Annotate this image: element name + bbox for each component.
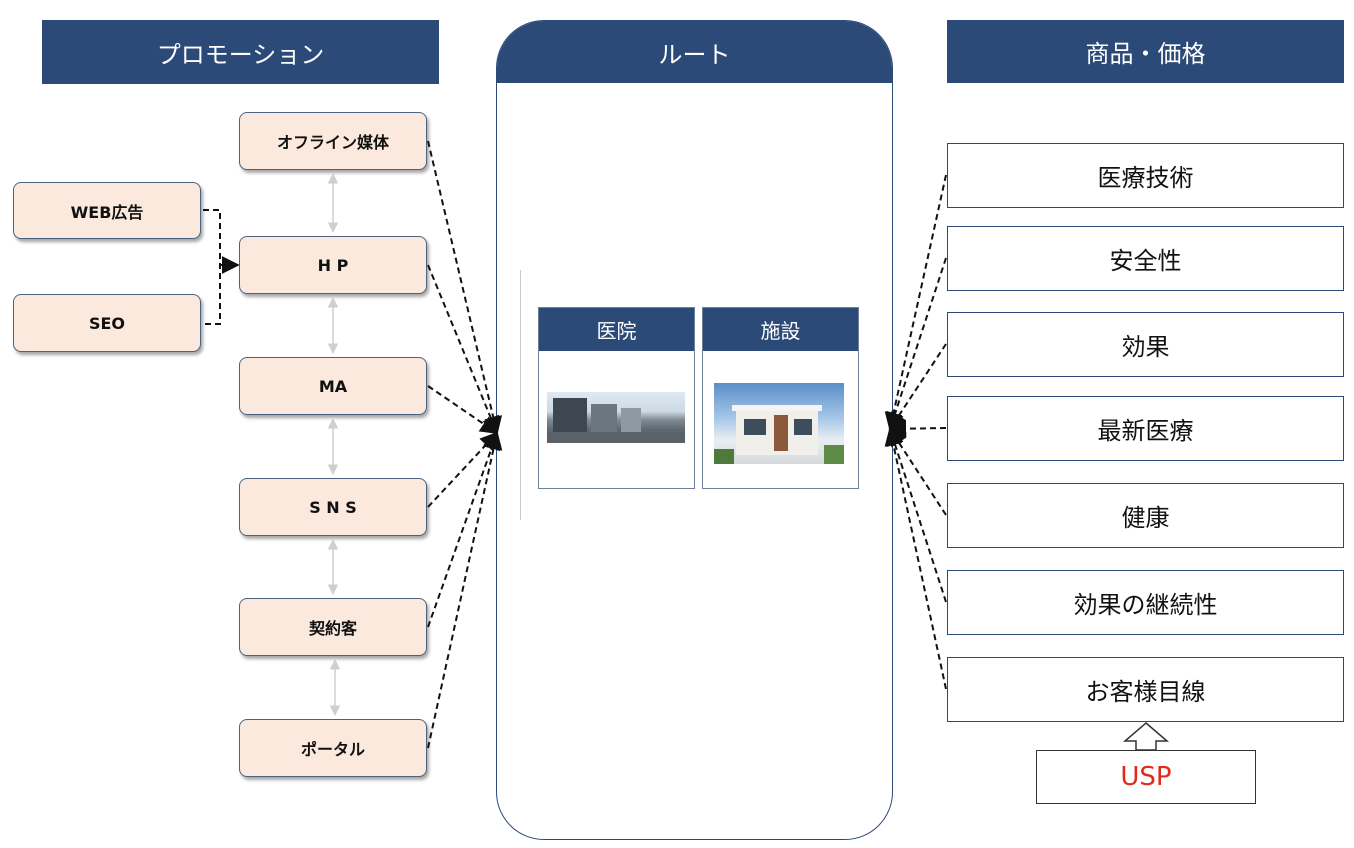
product-item-customer-perspective[interactable]: お客様目線 [947,657,1344,722]
channel-item-label: S N S [309,497,357,517]
product-item-label: 医療技術 [1097,164,1194,192]
channel-item-label: H P [317,255,349,275]
channel-item-label: オフライン媒体 [276,133,389,152]
product-item-label: 効果の継続性 [1073,591,1218,619]
street-photo [547,392,685,443]
product-price-header-label: 商品・価格 [1085,40,1206,68]
channel-item-label: ポータル [300,740,365,759]
product-item-medical-technology[interactable]: 医療技術 [947,143,1344,208]
product-to-route-connectors [884,174,947,690]
product-item-effect[interactable]: 効果 [947,312,1344,377]
product-item-health[interactable]: 健康 [947,483,1344,548]
route-card-title: 施設 [703,308,858,351]
route-header-label: ルート [658,40,731,69]
divider [520,270,521,520]
promo-item-web-ads[interactable]: WEB広告 [13,182,201,239]
product-price-header: 商品・価格 [947,20,1344,83]
channel-item-offline-media[interactable]: オフライン媒体 [239,112,427,170]
product-item-label: お客様目線 [1085,678,1206,706]
product-item-label: 効果 [1121,333,1170,361]
channel-item-ma[interactable]: MA [239,357,427,415]
channel-item-contract-clients[interactable]: 契約客 [239,598,427,656]
product-item-label: 健康 [1121,504,1170,532]
product-item-effect-continuity[interactable]: 効果の継続性 [947,570,1344,635]
channel-item-portal[interactable]: ポータル [239,719,427,777]
side-to-hp-connector [203,209,240,325]
route-header: ルート [497,21,892,83]
usp-box[interactable]: USP [1036,750,1256,804]
promotion-to-route-connectors [427,140,503,749]
product-item-latest-medicine[interactable]: 最新医療 [947,396,1344,461]
usp-up-arrow [1122,722,1170,751]
channel-item-hp[interactable]: H P [239,236,427,294]
promo-item-label: WEB広告 [70,202,144,222]
channel-item-sns[interactable]: S N S [239,478,427,536]
promotion-header-label: プロモーション [156,40,325,69]
route-card-facility[interactable]: 施設 [702,307,859,489]
promotion-header: プロモーション [42,20,439,84]
promo-item-label: SEO [88,313,126,333]
promo-item-seo[interactable]: SEO [13,294,201,352]
usp-label: USP [1120,762,1172,792]
route-card-clinic[interactable]: 医院 [538,307,695,489]
route-card-title: 医院 [539,308,694,351]
house-photo [714,383,844,464]
channel-item-label: MA [318,376,348,396]
product-item-label: 安全性 [1109,247,1182,275]
product-item-label: 最新医療 [1097,417,1194,445]
channel-item-label: 契約客 [308,619,357,638]
product-item-safety[interactable]: 安全性 [947,226,1344,291]
